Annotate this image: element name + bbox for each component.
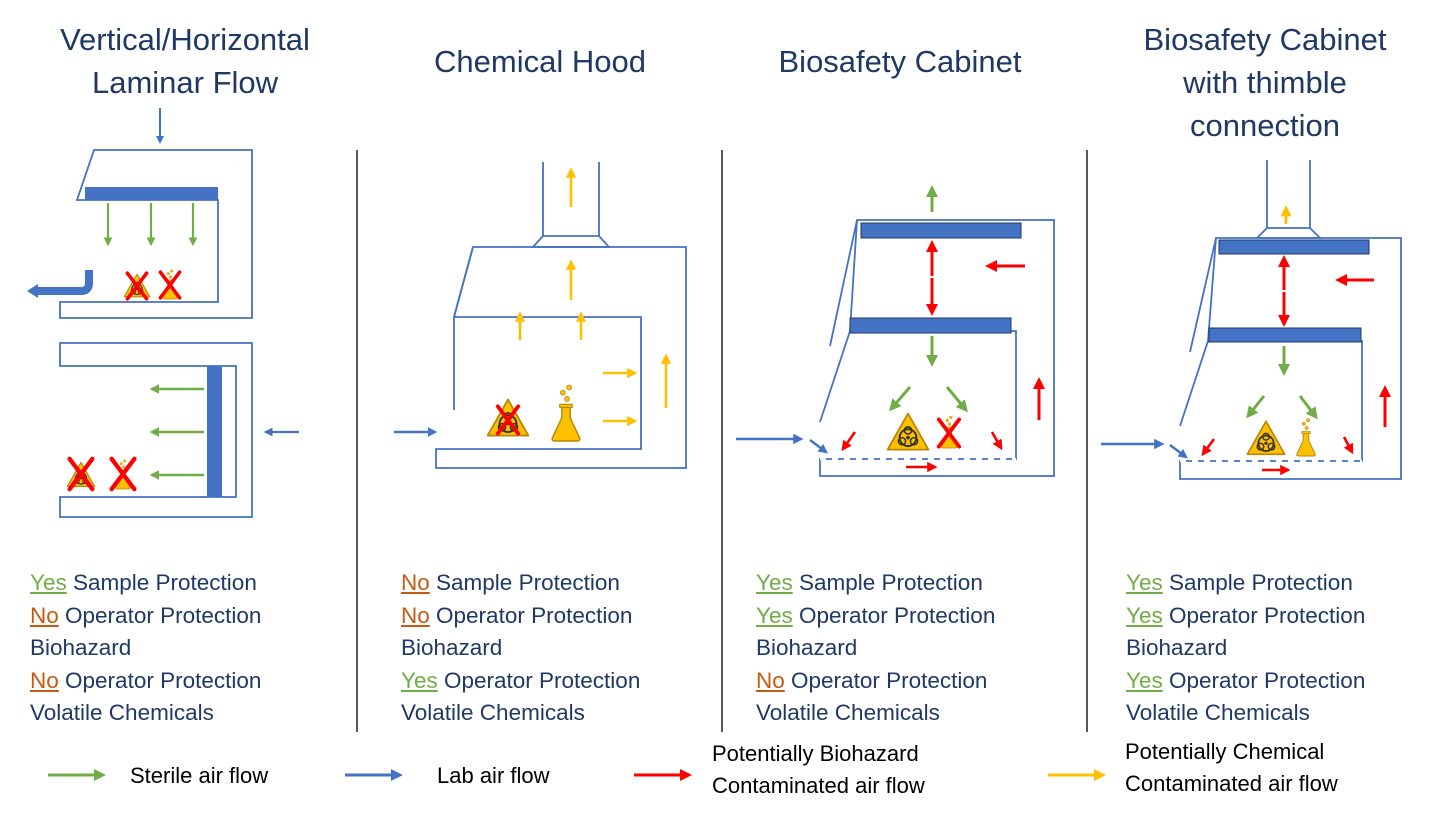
- status-yes: Yes: [1126, 667, 1163, 693]
- sample-protection-line: Yes Sample Protection: [1126, 567, 1365, 600]
- status-yes: Yes: [1126, 570, 1163, 595]
- operator-chem-line: Yes Operator Protection: [401, 665, 640, 698]
- operator-bio-line: Yes Operator Protection: [1126, 600, 1365, 633]
- status-no: No: [401, 570, 430, 595]
- capability-label: Sample Protection: [798, 570, 983, 595]
- capability-label: Operator Protection: [791, 667, 988, 693]
- supply-filter: [849, 317, 1012, 334]
- biosafety-cabinet: [736, 185, 1055, 477]
- sample-protection-line: Yes Sample Protection: [30, 567, 261, 600]
- flask-icon: [1296, 418, 1316, 457]
- capability-label: Operator Protection: [443, 667, 641, 693]
- legend-text: Contaminated air flow: [1125, 771, 1338, 796]
- title-line: Biosafety Cabinet: [778, 44, 1022, 79]
- operator-bio-line: No Operator Protection: [30, 600, 261, 633]
- capability-label: Operator Protection: [1168, 667, 1366, 693]
- biosafety-cabinet-thimble: [1101, 160, 1402, 480]
- capability-sublabel: Biohazard: [1126, 635, 1228, 661]
- legend-chemical-label: Potentially Chemical Contaminated air fl…: [1125, 736, 1338, 800]
- capability-label: Operator Protection: [1168, 602, 1366, 628]
- capability-label: Operator Protection: [798, 602, 996, 628]
- biohazard-icon: [886, 412, 930, 451]
- chemical-hood: [394, 162, 687, 469]
- capability-sublabel: Biohazard: [401, 635, 503, 661]
- vertical-laminar-hood: [27, 108, 253, 319]
- legend-text: Potentially Chemical: [1125, 739, 1325, 764]
- flask-icon: [551, 384, 581, 442]
- title-line: with thimble: [1183, 65, 1347, 100]
- legend-text: Lab air flow: [437, 763, 550, 788]
- status-yes: Yes: [30, 570, 67, 595]
- legend-text: Contaminated air flow: [712, 773, 925, 798]
- capability-label: Sample Protection: [72, 570, 257, 595]
- status-yes: Yes: [401, 667, 438, 693]
- capability-sublabel: Volatile Chemicals: [1126, 700, 1310, 726]
- status-yes: Yes: [756, 570, 793, 595]
- capability-sublabel: Biohazard: [756, 635, 858, 661]
- exhaust-filter: [860, 222, 1022, 239]
- status-no: No: [756, 667, 785, 693]
- biohazard-icon: [1246, 420, 1286, 456]
- operator-chem-line: Yes Operator Protection: [1126, 665, 1365, 698]
- hepa-filter: [85, 187, 218, 200]
- title-biosafety-cabinet: Biosafety Cabinet: [750, 40, 1050, 83]
- sample-protection-line: Yes Sample Protection: [756, 567, 995, 600]
- title-line: Chemical Hood: [434, 44, 646, 79]
- title-line: Vertical/Horizontal: [60, 22, 310, 57]
- title-laminar-flow: Vertical/Horizontal Laminar Flow: [30, 18, 340, 104]
- panel-2-capabilities: No Sample Protection No Operator Protect…: [401, 567, 640, 730]
- capability-label: Operator Protection: [436, 602, 633, 628]
- legend-biohazard-label: Potentially Biohazard Contaminated air f…: [712, 738, 925, 802]
- hepa-filter: [207, 366, 222, 497]
- horizontal-laminar-hood: [59, 342, 299, 518]
- capability-sublabel: Volatile Chemicals: [756, 700, 940, 726]
- legend-sterile-label: Sterile air flow: [130, 760, 268, 792]
- capability-label: Sample Protection: [1168, 570, 1353, 595]
- operator-chem-line: No Operator Protection: [756, 665, 995, 698]
- title-line: Biosafety Cabinet: [1143, 22, 1387, 57]
- status-yes: Yes: [1126, 602, 1163, 628]
- title-line: Laminar Flow: [91, 65, 279, 100]
- title-chemical-hood: Chemical Hood: [400, 40, 680, 83]
- operator-bio-line: Yes Operator Protection: [756, 600, 995, 633]
- capability-label: Operator Protection: [65, 602, 262, 628]
- capability-label: Sample Protection: [436, 570, 620, 595]
- exhaust-filter: [1218, 239, 1370, 255]
- legend-lab-label: Lab air flow: [437, 760, 550, 792]
- status-no: No: [401, 602, 430, 628]
- status-no: No: [30, 602, 59, 628]
- capability-sublabel: Volatile Chemicals: [401, 700, 585, 726]
- title-line: connection: [1190, 108, 1340, 143]
- operator-bio-line: No Operator Protection: [401, 600, 640, 633]
- sample-protection-line: No Sample Protection: [401, 567, 640, 600]
- capability-sublabel: Volatile Chemicals: [30, 700, 214, 726]
- panel-1-capabilities: Yes Sample Protection No Operator Protec…: [30, 567, 261, 730]
- capability-sublabel: Biohazard: [30, 635, 132, 661]
- title-biosafety-cabinet-thimble: Biosafety Cabinet with thimble connectio…: [1110, 18, 1420, 147]
- operator-chem-line: No Operator Protection: [30, 665, 261, 698]
- status-no: No: [30, 667, 59, 693]
- panel-4-capabilities: Yes Sample Protection Yes Operator Prote…: [1126, 567, 1365, 730]
- legend-text: Sterile air flow: [130, 763, 269, 788]
- legend-text: Potentially Biohazard: [712, 741, 919, 766]
- capability-label: Operator Protection: [65, 667, 262, 693]
- status-yes: Yes: [756, 602, 793, 628]
- supply-filter: [1208, 327, 1362, 343]
- panel-3-capabilities: Yes Sample Protection Yes Operator Prote…: [756, 567, 995, 730]
